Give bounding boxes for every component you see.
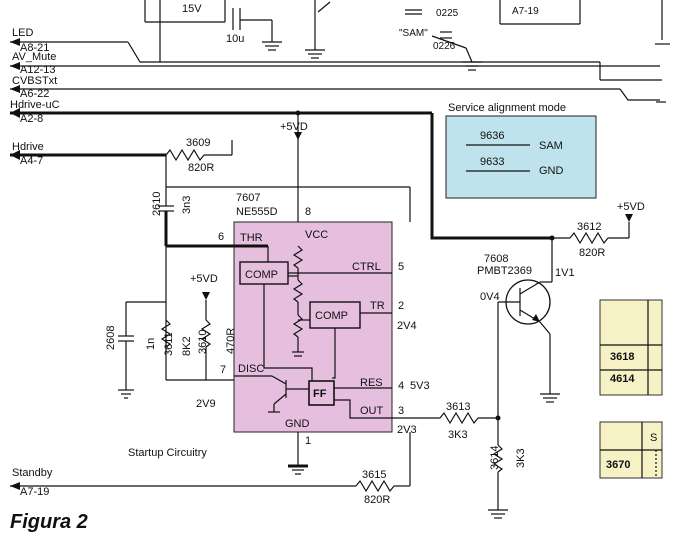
startup-label: Startup Circuitry [128,447,207,459]
q-ref: 7608 [484,253,508,265]
sam-r2-ref: 9633 [480,156,504,168]
signal-cvbs-conn: A6-22 [20,88,49,100]
vdd-left-arrow [202,292,210,300]
signal-hdrive-uc-conn: A2-8 [20,113,43,125]
pin-res-voltage: 5V3 [410,380,430,392]
signal-led-name: LED [12,27,33,39]
pin-res-number: 4 [398,380,404,392]
r3612-value: 820R [579,247,605,259]
side-r4614: 4614 [610,373,635,385]
ic-part: NE555D [236,206,278,218]
r3614-ref: 3614 [489,446,501,470]
pin-disc-number: 7 [220,364,226,376]
label-2v9: 2V9 [196,398,216,410]
signal-hdrive-name: Hdrive [12,141,44,153]
side-board-grid [600,300,662,478]
vdd-right-arrow [625,214,633,222]
side-r3618: 3618 [610,351,634,363]
side-board-top [599,299,663,396]
pin-out-voltage: 2V3 [397,424,417,436]
pin-tr-number: 2 [398,300,404,312]
sam-title: Service alignment mode [448,102,566,114]
vdd-left-label: +5VD [190,273,218,285]
vdd-right-label: +5VD [617,201,645,213]
label-0225: 0225 [436,8,459,19]
sam-r2-net: GND [539,165,564,177]
comp-lower [309,301,361,329]
q-voltage-0v4: 0V4 [480,291,500,303]
pin-res-label: RES [360,377,383,389]
q-voltage-1v1: 1V1 [555,267,575,279]
pin-ctrl-label: CTRL [352,261,381,273]
pin-thr-label: THR [240,232,263,244]
signal-standby-name: Standby [12,467,53,479]
pin-vcc-number: 8 [305,206,311,218]
r3609-value: 820R [188,162,214,174]
c2608-ref: 2608 [105,326,117,350]
r3610-value: 470R [225,328,237,354]
figure-caption: Figura 2 [10,511,88,533]
pin-tr-label: TR [370,300,385,312]
r3613-value: 3K3 [448,429,468,441]
label-0226: 0226 [433,41,456,52]
signal-av-mute [10,62,660,70]
r3615-ref: 3615 [362,469,386,481]
pin-tr-voltage: 2V4 [397,320,417,332]
pin-out-number: 3 [398,405,404,417]
signal-led [10,38,160,63]
r3612-ref: 3612 [577,221,601,233]
r3613-ref: 3613 [446,401,470,413]
c2610-ref: 2610 [151,192,163,216]
signal-cvbs-name: CVBSTxt [12,75,57,87]
signal-standby-conn: A7-19 [20,486,49,498]
flip-flop-label: FF [313,388,327,400]
side-r3670: 3670 [606,459,630,471]
label-sam-top: "SAM" [399,28,428,39]
comp-upper-label: COMP [245,269,278,281]
pin-out-label: OUT [360,405,384,417]
pin-gnd-label: GND [285,418,310,430]
r3611-value: 8K2 [181,336,193,356]
c2608-value: 1n [145,338,157,350]
top-region-wires [144,0,670,103]
flip-flop [308,380,335,406]
c2610-value: 3n3 [181,196,193,214]
signal-standby [10,482,356,490]
signal-hdrive-uc-name: Hdrive-uC [10,99,60,111]
label-15v: 15V [182,3,202,15]
q-part: PMBT2369 [477,265,532,277]
signal-av-mute-conn: A12-13 [20,64,55,76]
r3614-value: 3K3 [515,448,527,468]
signal-cvbs [10,85,660,101]
signal-hdrive-uc [10,108,552,240]
signal-hdrive [10,150,166,160]
side-s-letter: S [650,432,657,444]
r3609-ref: 3609 [186,137,210,149]
sam-r1-ref: 9636 [480,130,504,142]
pin-disc-label: DISC [238,363,264,375]
pin-gnd-number: 1 [305,435,311,447]
ic-ref: 7607 [236,192,260,204]
pin-thr-number: 6 [218,231,224,243]
pin-vcc-label: VCC [305,229,328,241]
signal-led-conn: A8-21 [20,42,49,54]
vdd-top-label: +5VD [280,121,308,133]
sam-r1-net: SAM [539,140,563,152]
comp-lower-label: COMP [315,310,348,322]
signal-av-mute-name: AV_Mute [12,51,56,63]
sam-box [445,115,597,199]
label-10u: 10u [226,33,244,45]
r3610-ref: 3610 [197,330,209,354]
r3615-value: 820R [364,494,390,506]
signal-hdrive-conn: A4-7 [20,155,43,167]
label-a719-top: A7-19 [512,6,539,17]
pin-ctrl-number: 5 [398,261,404,273]
r3611-ref: 3611 [163,332,175,356]
